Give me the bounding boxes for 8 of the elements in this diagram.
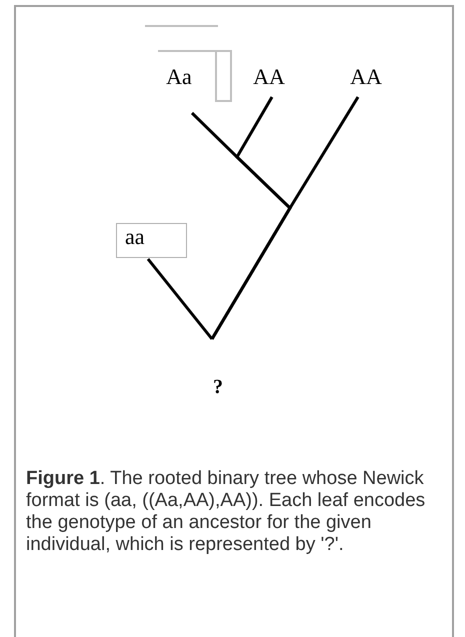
root-label: ? — [213, 377, 223, 397]
tree-branch — [210, 96, 360, 340]
tree-branch — [146, 258, 214, 340]
figure-caption: Figure 1. The rooted binary tree whose Newick format is (aa, ((Aa,AA),AA)). Each leaf encodes the genotype of an ancestor for the given individual, which is represented by '?'. — [26, 468, 426, 556]
genotype-label: aa — [125, 226, 145, 248]
genotype-label: AA — [350, 66, 382, 88]
genotype-label: AA — [253, 66, 285, 88]
genotype-label: Aa — [166, 66, 192, 88]
